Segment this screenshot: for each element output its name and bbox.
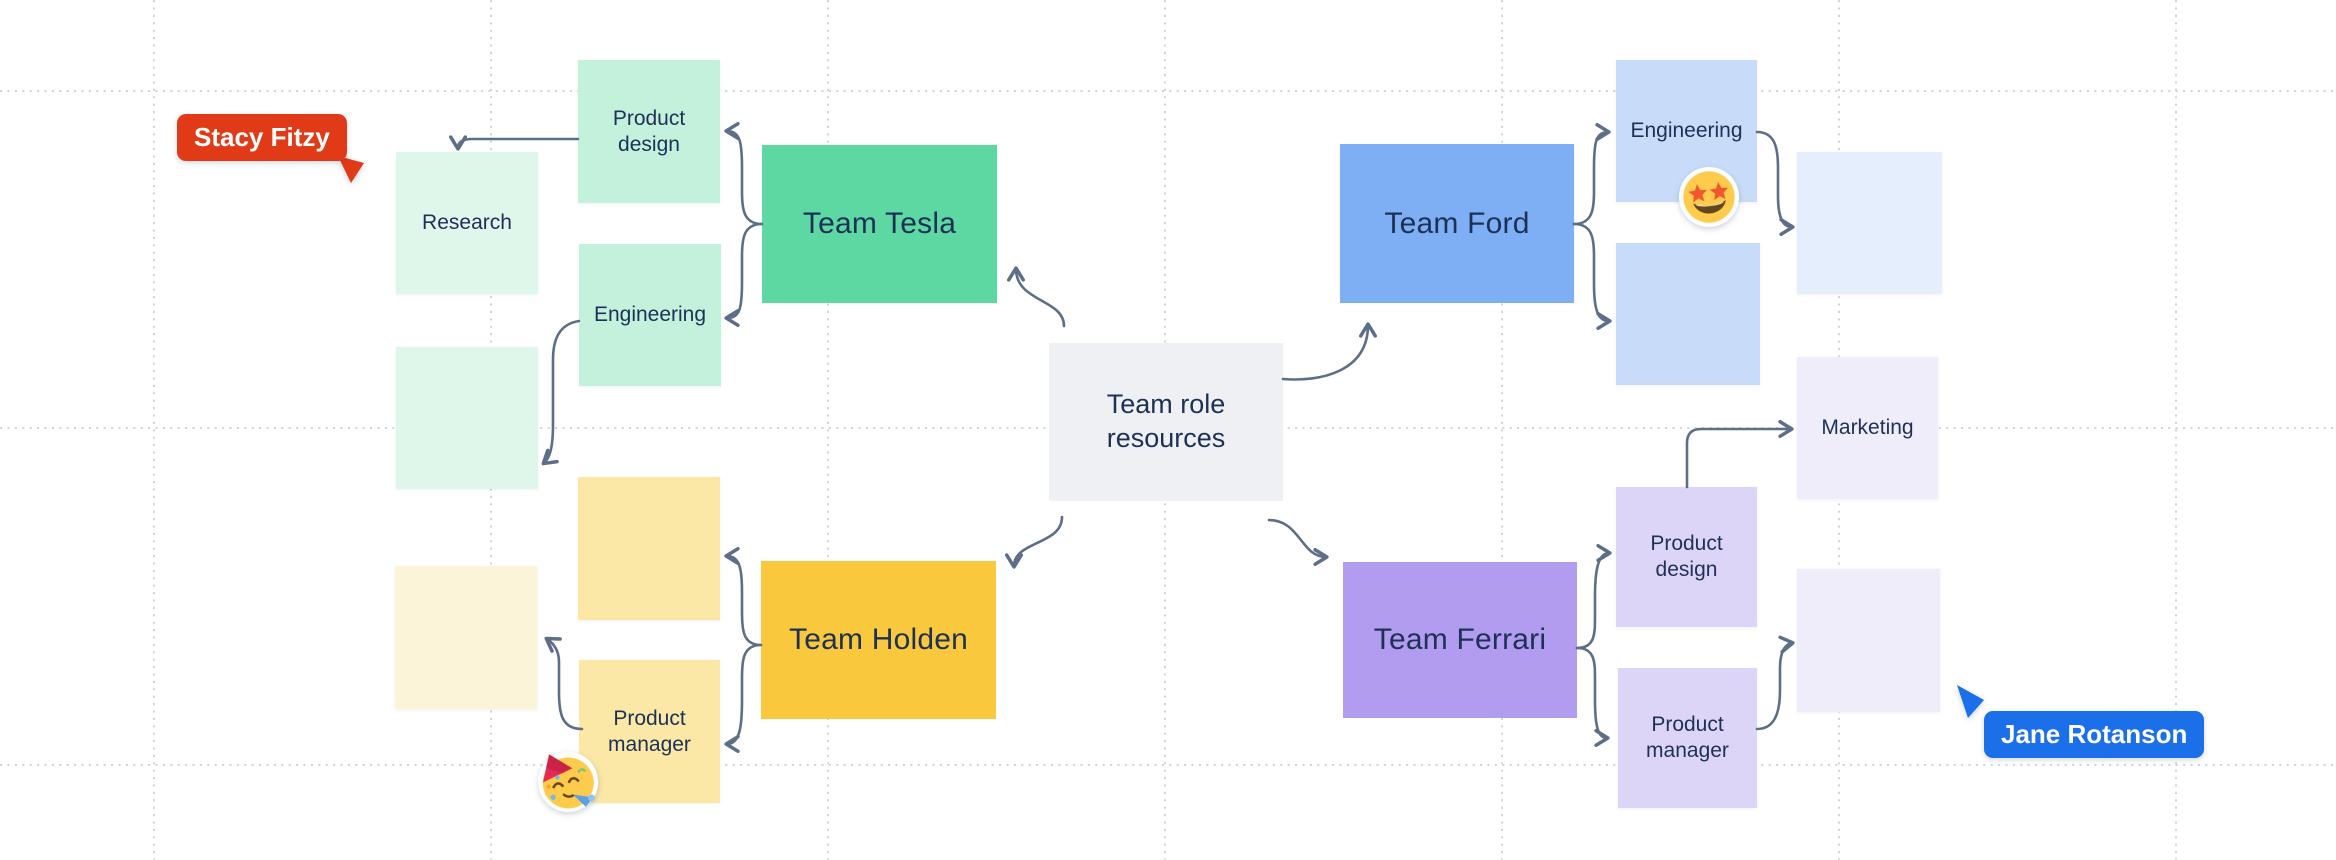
team-label: Team Tesla <box>802 207 957 240</box>
sticky-note-blank-blue[interactable] <box>1616 243 1760 385</box>
sticky-note-blank-pale-yellow[interactable] <box>395 566 537 709</box>
connector-ford-to-engineering[interactable] <box>1572 123 1611 226</box>
stacy-cursor-label: Stacy Fitzy <box>177 114 347 161</box>
connector-center-to-holden[interactable] <box>1005 515 1064 569</box>
stacy-cursor-icon <box>338 156 364 183</box>
stacy-cursor-name: Stacy Fitzy <box>194 122 330 152</box>
sticky-note-blank-yellow[interactable] <box>578 477 720 620</box>
connector-ferrari-to-product-manager[interactable] <box>1575 646 1610 747</box>
connector-tesla-to-engineering[interactable] <box>724 222 764 328</box>
jane-cursor-icon <box>1957 685 1984 718</box>
note-label: Product design <box>1650 532 1723 581</box>
note-label: Product manager <box>608 706 691 756</box>
connector-center-to-tesla[interactable] <box>1007 266 1066 328</box>
sticky-note-blank-lavender[interactable] <box>1797 569 1940 712</box>
sticky-note-marketing[interactable]: Marketing <box>1797 357 1938 499</box>
note-label: Engineering <box>593 303 707 327</box>
note-label: Product manager <box>1646 713 1729 762</box>
connector-tesla-to-product-design[interactable] <box>724 122 764 226</box>
team-label: Team Ferrari <box>1373 623 1547 656</box>
jane-cursor-label: Jane Rotanson <box>1984 711 2205 758</box>
sticky-note-engineering-ford[interactable]: Engineering <box>1616 60 1757 202</box>
partying-face-emoji-sticker[interactable] <box>532 745 604 817</box>
sticky-note-product-design-ferrari[interactable]: Product design <box>1616 487 1757 627</box>
sticky-note-product-design-tesla[interactable]: Product design <box>578 60 720 203</box>
sticky-note-blank-mint[interactable] <box>396 347 538 489</box>
sticky-note-research[interactable]: Research <box>396 152 538 294</box>
connector-holden-to-blank-yellow[interactable] <box>724 547 763 647</box>
partying-face-emoji <box>538 751 599 812</box>
connector-ford-to-blank-blue[interactable] <box>1572 222 1612 330</box>
note-label: Engineering <box>1630 119 1743 143</box>
connector-engineering-to-light-blue[interactable] <box>1755 130 1795 236</box>
central-topic-box[interactable]: Team role resources <box>1049 343 1283 501</box>
connector-center-to-ford[interactable] <box>1281 322 1377 381</box>
connector-holden-to-product-manager[interactable] <box>724 643 763 753</box>
team-label: Team Holden <box>789 623 968 656</box>
star-struck-emoji-sticker[interactable] <box>1675 163 1743 231</box>
connector-product-design-to-marketing[interactable] <box>1685 419 1794 489</box>
note-label: Marketing <box>1821 416 1914 440</box>
sticky-note-blank-light-blue[interactable] <box>1797 152 1942 294</box>
star-struck-emoji <box>1678 166 1740 228</box>
team-box-holden[interactable]: Team Holden <box>761 561 996 719</box>
team-box-ford[interactable]: Team Ford <box>1340 144 1574 303</box>
jane-cursor-name: Jane Rotanson <box>2001 719 2188 749</box>
connector-product-manager-to-pale-yellow[interactable] <box>544 636 584 731</box>
note-label: Research <box>422 211 512 235</box>
connector-product-manager-to-blank-lavender[interactable] <box>1755 635 1795 731</box>
connector-center-to-ferrari[interactable] <box>1267 518 1329 566</box>
sticky-note-product-manager-holden[interactable]: Product manager <box>579 660 720 803</box>
connector-engineering-to-blank-mint[interactable] <box>541 319 581 466</box>
connector-product-design-to-research[interactable] <box>448 135 580 151</box>
sticky-note-product-manager-ferrari[interactable]: Product manager <box>1618 668 1757 808</box>
sticky-note-engineering-tesla[interactable]: Engineering <box>579 244 721 386</box>
central-topic-label: Team role resources <box>1106 389 1226 453</box>
note-label: Product design <box>612 106 686 156</box>
team-box-ferrari[interactable]: Team Ferrari <box>1343 562 1577 718</box>
team-label: Team Ford <box>1384 206 1530 240</box>
connector-ferrari-to-product-design[interactable] <box>1575 544 1612 650</box>
team-box-tesla[interactable]: Team Tesla <box>762 145 997 303</box>
